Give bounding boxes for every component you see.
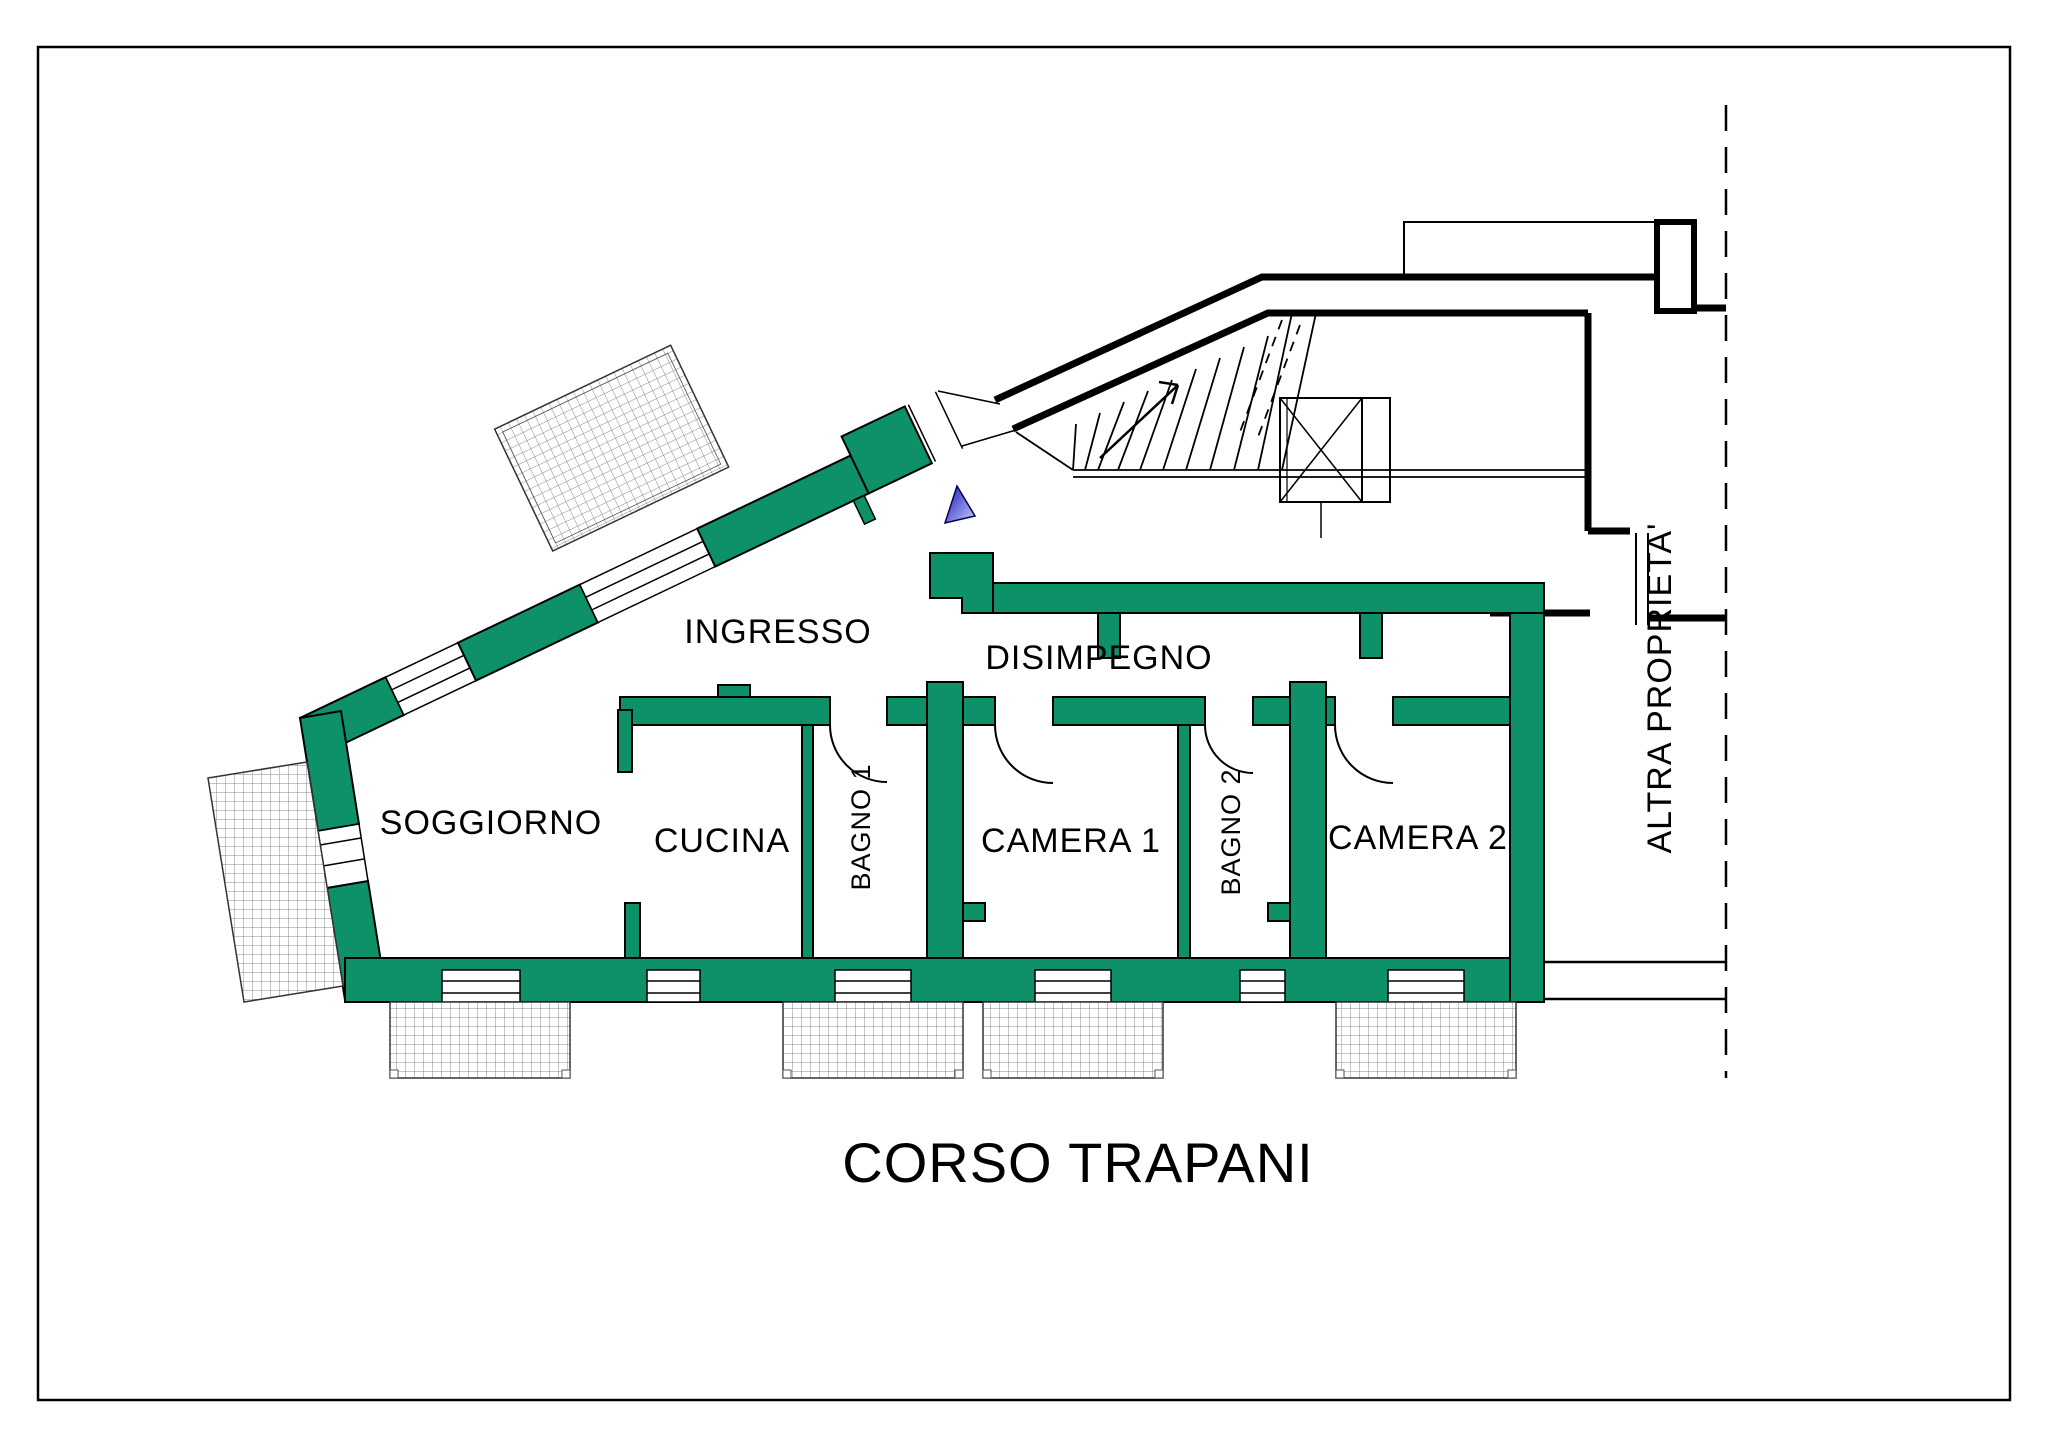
balcony-corner-ticks <box>389 1069 1517 1079</box>
room-label-camera2: CAMERA 2 <box>1328 819 1508 857</box>
entrance-door-jamb <box>934 391 964 449</box>
window <box>441 969 521 1003</box>
window <box>646 969 701 1003</box>
common-area <box>993 219 1726 1001</box>
street-label: CORSO TRAPANI <box>842 1131 1313 1194</box>
apartment-walls <box>207 344 1545 1003</box>
wall-notch <box>1359 612 1383 659</box>
stair-break-line <box>1239 319 1301 438</box>
window <box>834 969 912 1003</box>
balcony-left <box>207 761 344 1003</box>
entrance-wall-jog <box>840 405 934 495</box>
rooms-top-wall <box>1052 696 1206 726</box>
staircase-treads <box>1072 312 1317 471</box>
corridor-inner-wall <box>1011 309 1588 433</box>
room-label-bagno2: BAGNO 2 <box>1216 768 1246 895</box>
room-label-bagno1: BAGNO 1 <box>846 763 876 890</box>
door-arc-bagno1 <box>829 724 888 783</box>
wall-notch <box>717 684 751 698</box>
window <box>1239 969 1286 1003</box>
wall-bagno1-camera1 <box>926 681 964 959</box>
balcony-top <box>493 344 730 552</box>
room-label-ingresso: INGRESSO <box>684 613 871 651</box>
entrance-arrow <box>943 484 977 525</box>
window <box>317 823 369 889</box>
wall-notch <box>1097 612 1121 659</box>
adjacent-property-label: ALTRA PROPRIETA' <box>1641 522 1679 853</box>
door-arc-camera1 <box>994 724 1054 784</box>
diagonal-facade-wall <box>298 344 964 758</box>
wall-stub <box>1267 902 1291 922</box>
entrance-door-jamb <box>907 404 937 462</box>
room-label-camera1: CAMERA 1 <box>981 822 1161 860</box>
rooms-top-wall <box>1392 696 1511 726</box>
elevator <box>1279 397 1391 538</box>
door-arc-camera2 <box>1334 724 1394 784</box>
wall-camera1-bagno2 <box>1177 724 1191 959</box>
right-exterior-wall <box>1509 612 1545 1003</box>
corridor-wall-left-block <box>929 552 994 614</box>
landing-side-line <box>937 390 1001 405</box>
door-arcs <box>829 724 1394 784</box>
balconies-bottom <box>389 1001 1517 1079</box>
bottom-windows <box>441 969 1465 1003</box>
wall-soggiorno-cucina <box>617 709 633 773</box>
room-label-disimpegno: DISIMPEGNO <box>985 639 1212 677</box>
landing-edge <box>1015 431 1074 471</box>
wall-stub <box>852 494 877 526</box>
stair-direction-arrow <box>1099 380 1180 459</box>
wall-stub <box>962 902 986 922</box>
window <box>1387 969 1465 1003</box>
balcony-camera2 <box>1335 1001 1517 1079</box>
wall-bagno2-camera2 <box>1289 681 1327 959</box>
wall-soggiorno-cucina <box>624 902 641 959</box>
window <box>1034 969 1112 1003</box>
door-arc-bagno2 <box>1204 724 1254 774</box>
elevator-x-diagonal <box>1279 397 1363 503</box>
rooms-top-wall <box>619 696 831 726</box>
balcony-soggiorno <box>389 1001 571 1079</box>
window <box>578 527 717 624</box>
duct-shaft <box>1654 219 1697 314</box>
landing-side-line <box>961 429 1017 447</box>
wall-cucina-bagno1 <box>801 724 814 959</box>
bottom-exterior-wall <box>344 957 1545 1003</box>
room-label-soggiorno: SOGGIORNO <box>380 804 602 842</box>
corridor-top-wall <box>992 582 1545 614</box>
balcony-bagno1 <box>782 1001 964 1079</box>
balcony-camera1 <box>982 1001 1164 1079</box>
room-label-cucina: CUCINA <box>654 822 790 860</box>
corridor-outer-wall <box>993 273 1657 404</box>
